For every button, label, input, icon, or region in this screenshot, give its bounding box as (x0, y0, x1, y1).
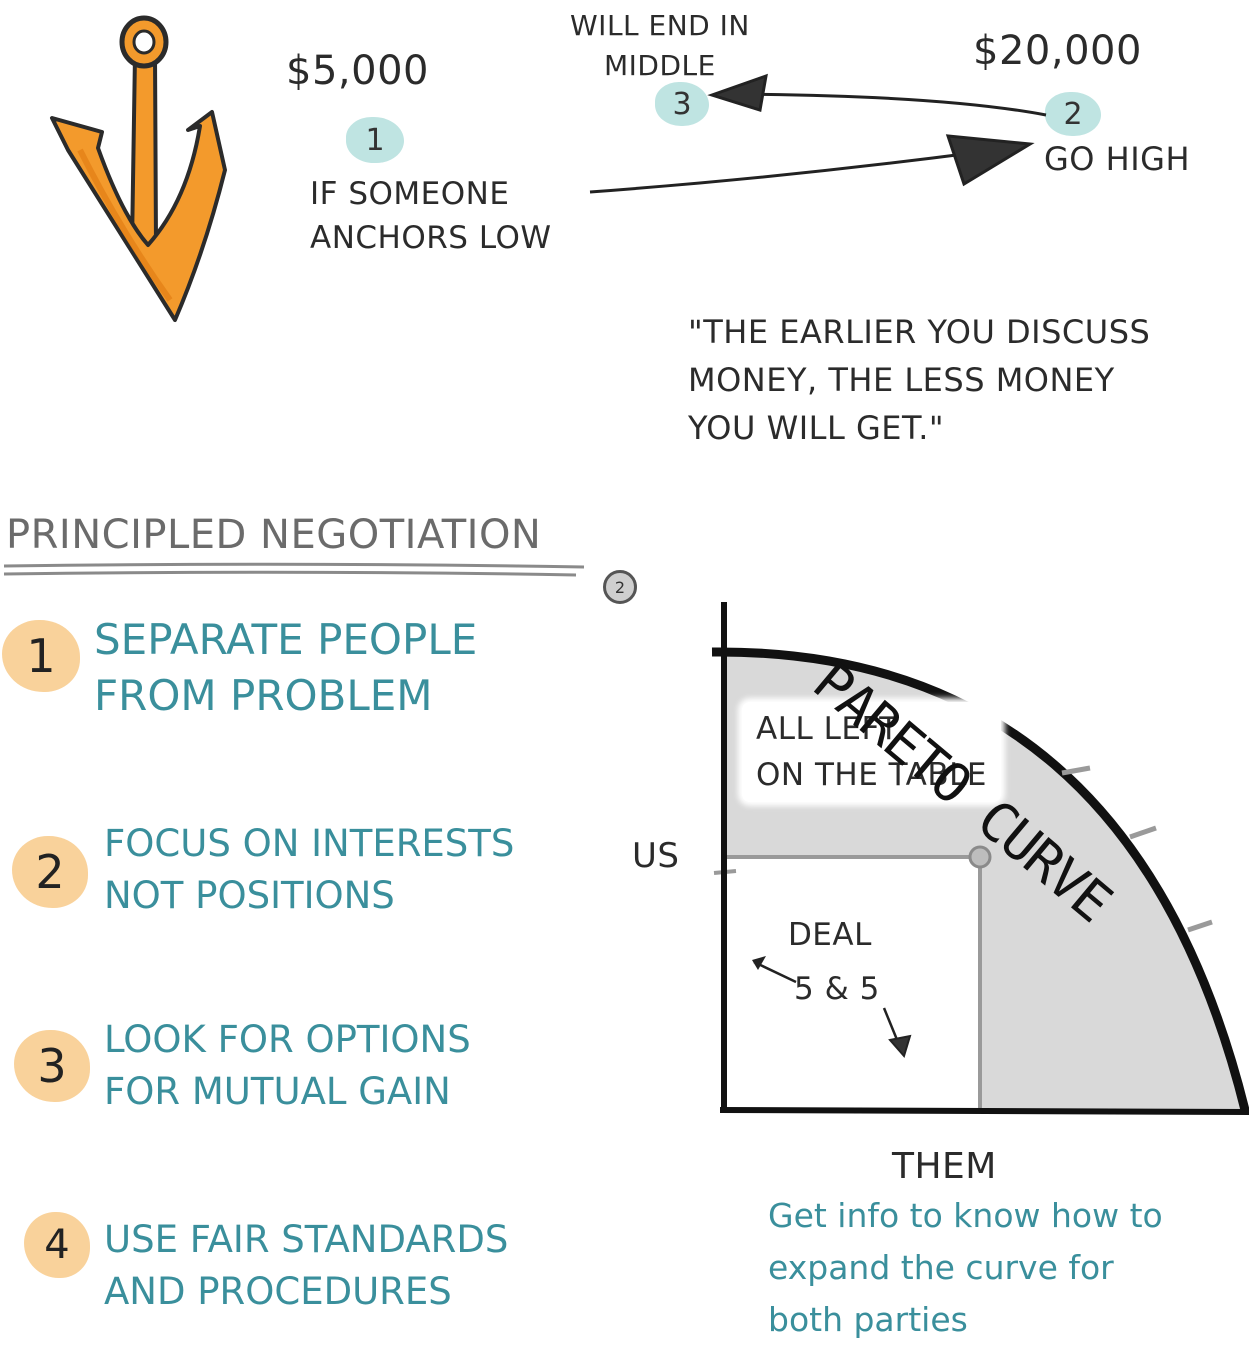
arrow-to-middle (724, 92, 1047, 117)
deal-line-1: DEAL (787, 917, 872, 953)
left-on-table-label: ALL LEFT ON THE TABLE (742, 702, 1001, 802)
arrow-head-left-icon (707, 73, 768, 112)
go-high-label: GO HIGH (1044, 140, 1191, 178)
anchor-arrows (589, 73, 1047, 194)
will-end-line-2: MIDDLE (604, 49, 716, 82)
item-2-number: 2 (12, 836, 88, 908)
anchors-low-line-1: IF SOMEONE (310, 176, 510, 212)
pareto-diagram (711, 602, 1249, 1115)
step-2-badge: 2 (1045, 92, 1101, 136)
left-on-table-line-1: ALL LEFT (756, 711, 899, 747)
item-1-text: SEPARATE PEOPLE FROM PROBLEM (94, 612, 477, 724)
item-3-line-2: FOR MUTUAL GAIN (104, 1070, 451, 1113)
will-end-line-1: WILL END IN (570, 9, 750, 42)
item-4-line-1: USE FAIR STANDARDS (104, 1218, 509, 1261)
item-4-text: USE FAIR STANDARDS AND PROCEDURES (104, 1214, 508, 1318)
item-3-number: 3 (14, 1030, 90, 1102)
pareto-note: Get info to know how to expand the curve… (768, 1190, 1163, 1346)
deal-line-2: 5 & 5 (794, 971, 880, 1007)
item-4-number: 4 (24, 1212, 90, 1278)
step-3-badge: 3 (655, 82, 709, 126)
note-line-3: both parties (768, 1300, 968, 1339)
item-2-text: FOCUS ON INTERESTS NOT POSITIONS (104, 818, 514, 922)
item-2-line-2: NOT POSITIONS (104, 874, 395, 917)
deal-box (726, 857, 980, 1109)
y-axis-label: US (632, 836, 680, 876)
note-line-2: expand the curve for (768, 1248, 1114, 1287)
money-quote: "THE EARLIER YOU DISCUSS MONEY, THE LESS… (688, 308, 1150, 452)
arrow-to-high (589, 150, 981, 194)
item-1-number: 1 (2, 620, 80, 692)
note-line-1: Get info to know how to (768, 1196, 1163, 1235)
will-end-middle-text: WILL END IN MIDDLE (570, 6, 750, 86)
section-title: PRINCIPLED NEGOTIATION (6, 512, 542, 558)
low-price-label: $5,000 (286, 48, 429, 94)
arrow-up-left-icon (753, 960, 797, 984)
step-1-badge: 1 (346, 117, 404, 163)
deal-point (968, 845, 992, 869)
pareto-curve-line (711, 647, 1249, 1112)
quote-line-3: YOU WILL GET." (688, 409, 945, 447)
item-1-line-2: FROM PROBLEM (94, 671, 433, 720)
title-underline (3, 562, 585, 577)
x-axis-label: THEM (892, 1146, 997, 1187)
anchors-low-text: IF SOMEONE ANCHORS LOW (310, 172, 552, 260)
item-2-line-1: FOCUS ON INTERESTS (104, 822, 515, 865)
high-price-label: $20,000 (973, 28, 1142, 74)
x-axis (719, 1107, 1249, 1115)
item-4-line-2: AND PROCEDURES (104, 1270, 452, 1313)
item-1-line-1: SEPARATE PEOPLE (94, 615, 478, 664)
anchors-low-line-2: ANCHORS LOW (310, 220, 552, 256)
item-3-text: LOOK FOR OPTIONS FOR MUTUAL GAIN (104, 1014, 471, 1118)
quote-line-2: MONEY, THE LESS MONEY (688, 361, 1115, 399)
quote-line-1: "THE EARLIER YOU DISCUSS (688, 313, 1151, 351)
deal-label: DEAL 5 & 5 (780, 908, 880, 1016)
arrow-head-right-icon (945, 134, 1035, 187)
left-on-table-line-2: ON THE TABLE (756, 757, 987, 793)
circled-marker: 2 (603, 570, 637, 604)
anchor-icon (50, 15, 227, 322)
item-3-line-1: LOOK FOR OPTIONS (104, 1018, 471, 1061)
